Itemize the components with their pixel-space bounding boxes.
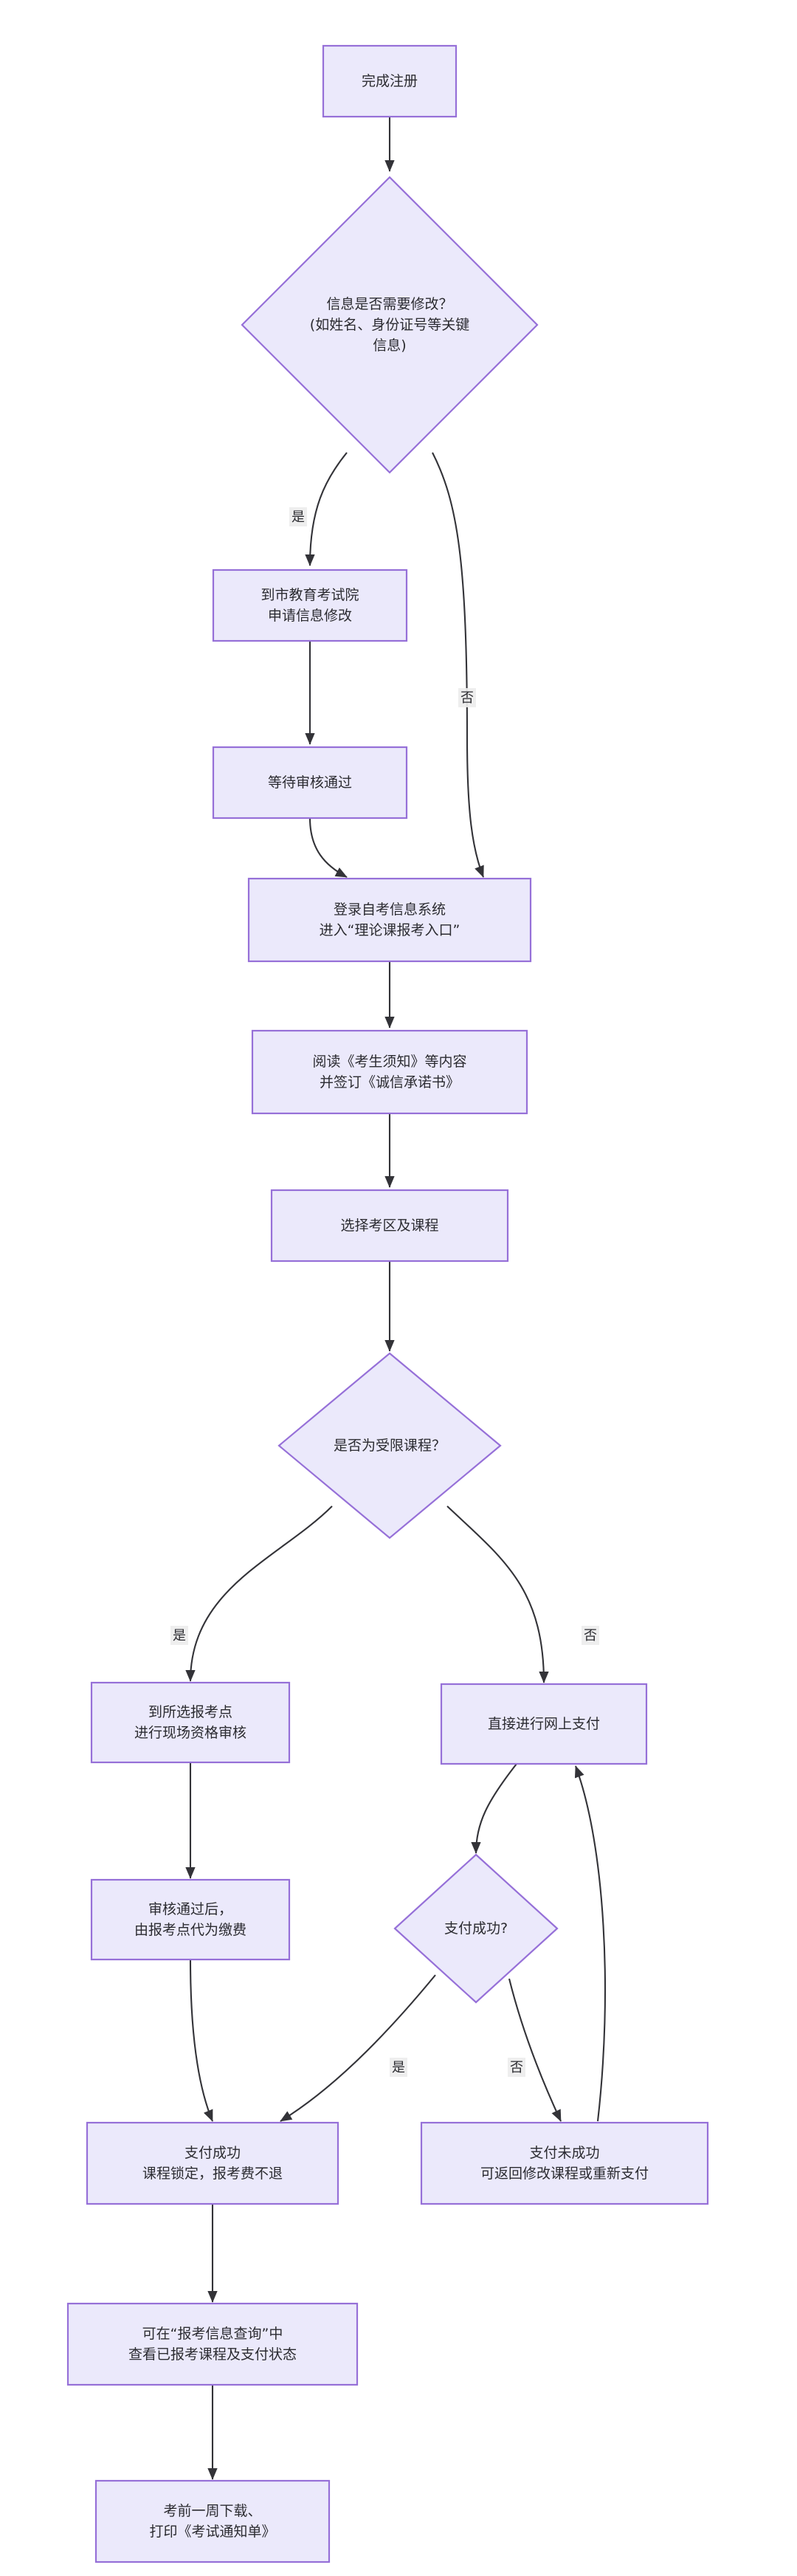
flow-edge <box>308 817 348 878</box>
edge-labels-layer: 是否是否是否 <box>170 507 599 2077</box>
rect-shape <box>270 1189 509 1263</box>
node-label: 支付成功? <box>444 1920 508 1937</box>
process-node[interactable]: 支付未成功可返回修改课程或重新支付 <box>420 2121 709 2205</box>
rect-shape <box>251 1029 528 1115</box>
flow-edge <box>574 1765 607 2122</box>
process-node[interactable]: 考前一周下载、打印《考试通知单》 <box>94 2479 331 2563</box>
edge-label: 否 <box>510 2060 523 2075</box>
rect-shape <box>322 44 458 118</box>
edge-label-group: 否 <box>582 1626 599 1645</box>
rect-shape <box>86 2121 339 2205</box>
rect-shape <box>420 2121 709 2205</box>
node-label: 直接进行网上支付 <box>488 1716 600 1732</box>
rect-shape <box>90 1681 291 1764</box>
node-label: 选择考区及课程 <box>340 1217 438 1234</box>
flow-edge <box>471 1763 517 1854</box>
rect-shape <box>212 569 408 642</box>
process-node[interactable]: 等待审核通过 <box>212 746 408 820</box>
node-label: 审核通过后，由报考点代为缴费 <box>134 1901 246 1938</box>
node-label: 等待审核通过 <box>268 774 352 791</box>
diamond-shape <box>393 1853 559 2004</box>
edges-layer <box>185 117 607 2480</box>
process-node[interactable]: 支付成功课程锁定，报考费不退 <box>86 2121 339 2205</box>
process-node[interactable]: 完成注册 <box>322 44 458 118</box>
node-label: 考前一周下载、打印《考试通知单》 <box>149 2503 275 2540</box>
process-node[interactable]: 阅读《考生须知》等内容并签订《诚信承诺书》 <box>251 1029 528 1115</box>
node-label: 登录自考信息系统进入“理论课报考入口” <box>320 901 460 938</box>
decision-node[interactable]: 是否为受限课程？ <box>277 1352 502 1539</box>
edge-label-background <box>508 2058 525 2077</box>
decision-node[interactable]: 支付成功? <box>393 1853 559 2004</box>
edge-label-group: 是 <box>170 1626 188 1645</box>
node-label: 是否为受限课程？ <box>334 1438 446 1454</box>
node-label: 可在“报考信息查询”中查看已报考课程及支付状态 <box>128 2326 297 2363</box>
rect-shape <box>94 2479 331 2563</box>
rect-shape <box>90 1878 291 1961</box>
edge-label: 是 <box>173 1628 186 1644</box>
flow-edge <box>446 1505 549 1683</box>
process-node[interactable]: 可在“报考信息查询”中查看已报考课程及支付状态 <box>66 2302 359 2386</box>
flow-edge <box>280 1974 436 2122</box>
diamond-shape <box>277 1352 502 1539</box>
edge-label-background <box>582 1626 599 1645</box>
edge-label-background <box>289 507 307 526</box>
flow-edge <box>432 452 484 878</box>
edge-label: 是 <box>392 2060 405 2075</box>
process-node[interactable]: 审核通过后，由报考点代为缴费 <box>90 1878 291 1961</box>
edge-label: 否 <box>460 690 474 706</box>
flow-edge <box>189 1959 213 2122</box>
process-node[interactable]: 到所选报考点进行现场资格审核 <box>90 1681 291 1764</box>
node-label: 支付未成功可返回修改课程或重新支付 <box>480 2145 649 2182</box>
node-label: 支付成功课程锁定，报考费不退 <box>142 2145 283 2182</box>
edge-label: 否 <box>584 1628 597 1644</box>
decision-node[interactable]: 信息是否需要修改？(如姓名、身份证号等关键信息) <box>241 176 539 474</box>
flow-edge <box>305 452 348 566</box>
flow-edge <box>185 1505 333 1682</box>
rect-shape <box>66 2302 359 2386</box>
process-node[interactable]: 直接进行网上支付 <box>440 1683 648 1765</box>
node-label: 完成注册 <box>362 73 418 89</box>
process-node[interactable]: 到市教育考试院申请信息修改 <box>212 569 408 642</box>
rect-shape <box>440 1683 648 1765</box>
node-label: 到市教育考试院申请信息修改 <box>261 587 359 624</box>
node-label: 信息是否需要修改？(如姓名、身份证号等关键信息) <box>310 296 469 354</box>
edge-label-group: 否 <box>458 688 476 707</box>
diamond-shape <box>241 176 539 474</box>
process-node[interactable]: 登录自考信息系统进入“理论课报考入口” <box>247 877 532 963</box>
edge-label: 是 <box>291 509 305 525</box>
node-label: 到所选报考点进行现场资格审核 <box>134 1704 246 1741</box>
rect-shape <box>247 877 532 963</box>
edge-label-background <box>390 2058 407 2077</box>
rect-shape <box>212 746 408 820</box>
edge-label-group: 是 <box>390 2058 407 2077</box>
edge-label-group: 否 <box>508 2058 525 2077</box>
process-node[interactable]: 选择考区及课程 <box>270 1189 509 1263</box>
edge-label-group: 是 <box>289 507 307 526</box>
flow-edge <box>508 1978 562 2122</box>
node-label: 阅读《考生须知》等内容并签订《诚信承诺书》 <box>312 1054 466 1090</box>
edge-label-background <box>458 688 476 707</box>
edge-label-background <box>170 1626 188 1645</box>
